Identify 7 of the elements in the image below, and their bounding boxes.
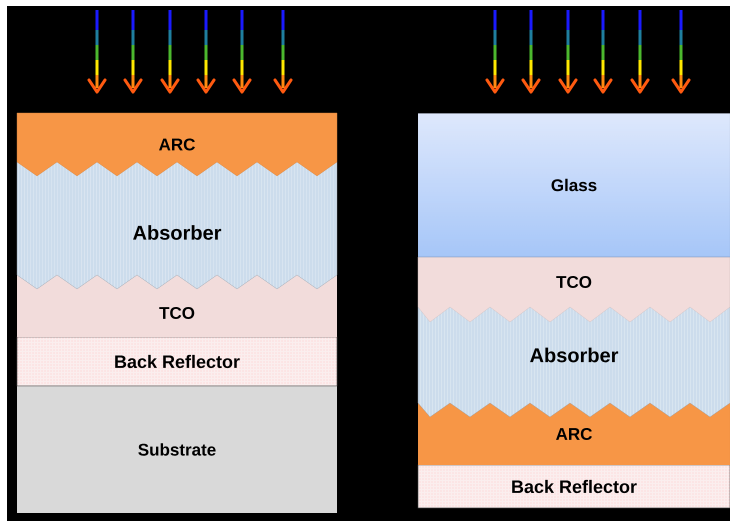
layer-band: Back Reflector [16,336,338,386]
layer-band: Substrate [17,386,337,513]
layer-band: ARC [16,112,338,176]
layer-band: Back Reflector [418,464,730,508]
layer-band: Glass [418,178,730,258]
layer-band: TCO [418,256,730,322]
layer-band: TCO [17,274,337,337]
